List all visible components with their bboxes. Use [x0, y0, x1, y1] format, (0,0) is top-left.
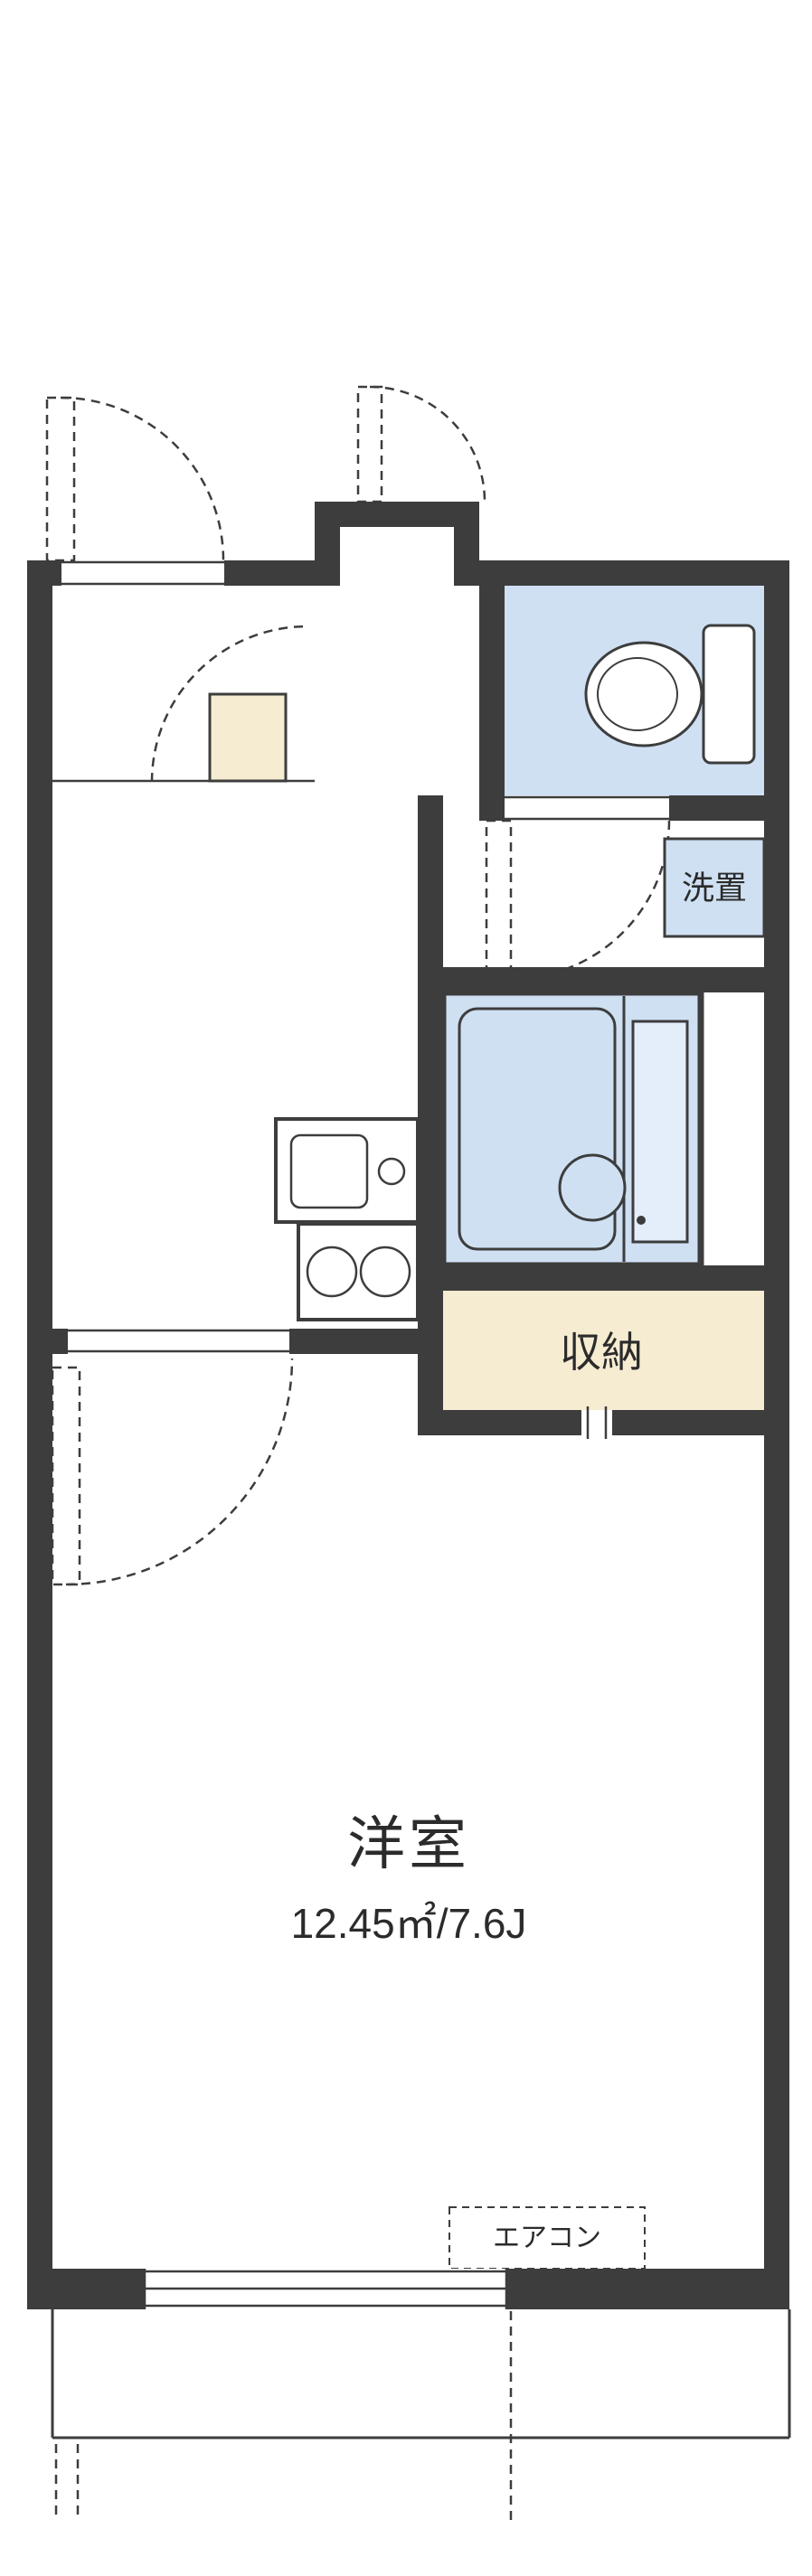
top-wall-mid — [224, 560, 315, 586]
main-room: 洋室 12.45㎡/7.6J — [291, 1811, 527, 1947]
toilet-wall-bottom-left — [479, 795, 505, 821]
room-door-arc — [65, 1358, 294, 1586]
entrance-door-arc — [60, 396, 225, 561]
entrance-door-panel — [45, 396, 76, 562]
entrance-opening — [61, 560, 224, 586]
kitchen — [274, 1117, 420, 1321]
closet-door-gap — [581, 1410, 612, 1435]
room-size-label: 12.45㎡/7.6J — [291, 1900, 527, 1947]
toilet-tank — [702, 624, 756, 765]
aircon-label: エアコン — [493, 2223, 601, 2253]
stove-burner-right — [359, 1246, 411, 1298]
washer-space: 洗置 — [663, 837, 766, 938]
room-door-opening — [68, 1329, 289, 1353]
toilet-door-arc — [510, 820, 671, 981]
bathroom-door-knob — [637, 1216, 646, 1225]
closet-door-ticks — [586, 1406, 608, 1439]
aircon: エアコン — [448, 2206, 646, 2270]
stove-burner-left — [306, 1246, 358, 1298]
door-swings — [45, 385, 671, 1586]
closet-label: 収納 — [560, 1329, 643, 1376]
faucet — [377, 1157, 406, 1186]
toilet-wall-left — [479, 586, 505, 795]
bath-faucet-circle — [558, 1153, 627, 1222]
bath-wall-top — [418, 967, 789, 992]
shoe-cabinet — [208, 692, 288, 783]
toilet-bowl — [584, 641, 703, 747]
alcove-wall-right — [454, 502, 479, 586]
bathtub — [458, 1007, 617, 1251]
entry-door-arc — [150, 625, 308, 783]
bath-wall-bottom — [418, 1265, 789, 1291]
bathroom-door — [631, 1020, 689, 1244]
closet-area — [443, 1291, 764, 1410]
toilet-door-opening — [505, 795, 669, 821]
alcove-wall-top — [315, 502, 479, 527]
room-name-label: 洋室 — [347, 1811, 470, 1876]
room-top-wall-stub — [27, 1329, 68, 1354]
washer-space-box — [663, 837, 766, 938]
toilet-door-panel — [485, 819, 513, 982]
balcony-edge — [51, 2309, 791, 2440]
top-wall-left-stub — [27, 560, 61, 586]
aircon-box — [448, 2206, 646, 2270]
storage-door-panel — [356, 385, 383, 503]
toilet-wall-bottom-right — [669, 795, 789, 821]
outer-wall-left — [27, 560, 52, 2309]
toilet-bowl-inner — [597, 657, 678, 731]
storage-door-arc — [369, 385, 486, 503]
balcony — [51, 2309, 791, 2520]
window — [143, 2269, 508, 2309]
balcony-left-dashes — [54, 2444, 80, 2520]
top-wall-right — [479, 560, 789, 586]
closet: 収納 — [560, 1329, 643, 1439]
room-door-panel — [51, 1366, 81, 1586]
walls — [27, 502, 789, 2309]
room-top-wall — [289, 1329, 443, 1354]
toilet-fixture — [584, 624, 756, 765]
washer-space-label: 洗置 — [682, 870, 747, 907]
sink-basin — [289, 1133, 369, 1209]
window-lines — [143, 2269, 508, 2309]
bathroom-unit — [439, 989, 704, 1269]
